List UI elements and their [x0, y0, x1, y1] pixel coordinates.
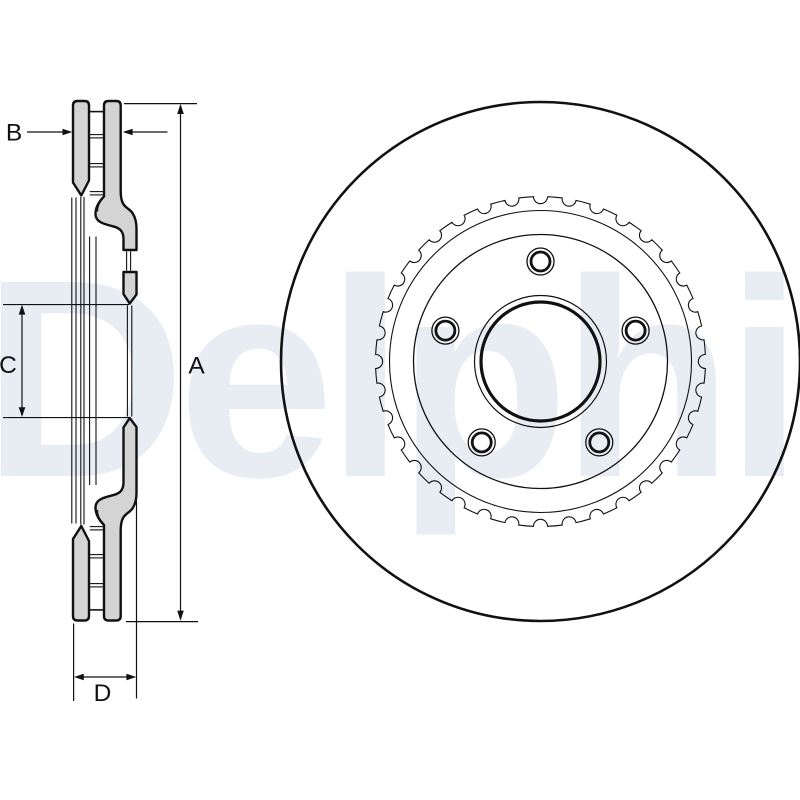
label-b: B — [6, 120, 22, 147]
dimension-b: B — [6, 120, 168, 147]
bolt-hole-outer — [621, 316, 650, 345]
hat-flange-mid-section — [122, 270, 138, 305]
cross-section-view — [71, 99, 138, 622]
bolt-hole — [434, 319, 457, 342]
outboard-plate-bottom-section — [71, 524, 91, 622]
bore-chamfer-circle — [473, 294, 608, 429]
label-a: A — [188, 353, 205, 380]
label-d: D — [94, 680, 112, 707]
disc-outer-circle — [279, 100, 800, 623]
outboard-plate-top-section — [71, 99, 91, 197]
bolt-hole-outer — [526, 247, 555, 276]
dimension-a: A — [124, 102, 205, 623]
bolt-hole-outer — [585, 428, 614, 457]
swan-neck-fillet-lines — [97, 193, 131, 528]
hub-bore-wall-lines — [126, 305, 133, 417]
dimension-d: D — [72, 500, 138, 707]
bolt-hole — [529, 250, 552, 273]
scallop-ring — [375, 196, 706, 527]
bolt-hole-outer — [431, 316, 460, 345]
bolt-hole — [624, 319, 647, 342]
bolt-hole-outer — [467, 428, 496, 457]
bolt-hole — [470, 431, 493, 454]
dimension-c: C — [0, 304, 129, 419]
scallop-ring-inner-circle — [388, 209, 693, 514]
hat-cylinder-lines — [71, 197, 97, 525]
bolt-hole — [588, 431, 611, 454]
bolt-hole-section-lines — [126, 251, 132, 271]
vent-vane-lines — [89, 134, 104, 588]
inboard-plate-hat-top-section — [94, 99, 138, 252]
dimensions: A B C D — [0, 102, 205, 707]
label-c: C — [0, 352, 17, 379]
inboard-plate-hat-bottom-section — [94, 416, 138, 622]
front-view — [279, 100, 800, 623]
hub-face-circle — [412, 233, 669, 490]
bore-circle — [479, 300, 602, 423]
